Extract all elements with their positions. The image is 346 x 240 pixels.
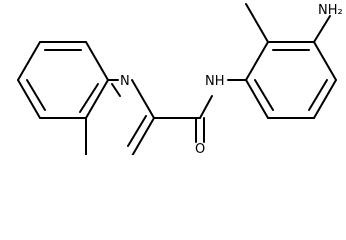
bond-pyridine-double-a bbox=[127, 115, 147, 147]
bond-methyl bbox=[245, 3, 269, 43]
bond-amino bbox=[313, 15, 331, 43]
bond-n1-c2 bbox=[131, 79, 155, 119]
structure-diagram: N NH O NH₂ bbox=[17, 3, 343, 155]
molecule-canvas: N NH O NH₂ bbox=[17, 3, 343, 155]
quinoline-nitrogen-label: N bbox=[120, 74, 130, 89]
bond-aryl-3 bbox=[313, 41, 337, 81]
bond-benzo-3 bbox=[85, 41, 109, 81]
bond-aryl-double-b bbox=[308, 79, 328, 111]
amide-nh-label: NH bbox=[205, 74, 225, 89]
bond-benzo-1 bbox=[17, 41, 41, 81]
bond-benzo-double-c bbox=[79, 83, 99, 113]
bond-aryl-double-c bbox=[254, 79, 274, 111]
amino-group-label: NH₂ bbox=[318, 3, 343, 18]
bond-c2-c3 bbox=[131, 117, 155, 155]
bond-benzo-fusion bbox=[85, 79, 109, 119]
bond-carbonyl-n bbox=[199, 95, 213, 119]
carbonyl-oxygen-label: O bbox=[195, 142, 205, 155]
bond-aryl-1 bbox=[245, 41, 269, 81]
bond-benzo-6 bbox=[17, 79, 41, 119]
bond-aryl-4 bbox=[313, 79, 337, 119]
bond-benzo-double-b bbox=[26, 79, 46, 111]
bond-pyridine-double-b bbox=[111, 83, 121, 97]
bond-aryl-6 bbox=[245, 79, 269, 119]
